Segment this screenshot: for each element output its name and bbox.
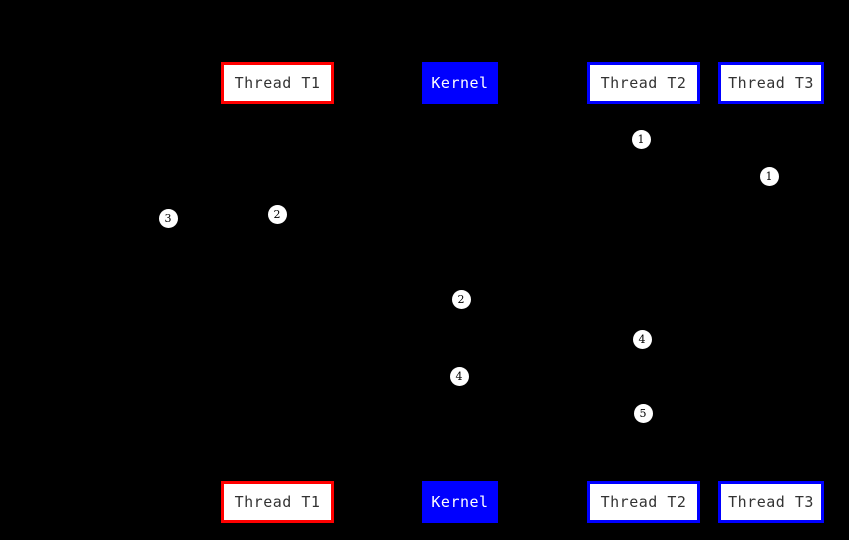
participant-t3-top: Thread T3 xyxy=(718,62,824,104)
step-badge: 2 xyxy=(267,204,287,224)
step-badge: 5 xyxy=(633,403,653,423)
participant-label: Thread T2 xyxy=(600,73,687,92)
lifeline-t1 xyxy=(278,104,279,481)
step-badge: 4 xyxy=(449,366,469,386)
participant-t1-bottom: Thread T1 xyxy=(221,481,334,523)
participant-kernel-top: Kernel xyxy=(422,62,498,104)
participant-t2-bottom: Thread T2 xyxy=(587,481,700,523)
participant-label: Kernel xyxy=(431,73,489,92)
step-badge: 4 xyxy=(632,329,652,349)
participant-label: Thread T3 xyxy=(728,73,814,92)
participant-label: Thread T3 xyxy=(728,492,814,511)
participant-label: Thread T2 xyxy=(600,492,687,511)
participant-kernel-bottom: Kernel xyxy=(422,481,498,523)
participant-t1-top: Thread T1 xyxy=(221,62,334,104)
participant-label: Thread T1 xyxy=(234,492,321,511)
participant-label: Thread T1 xyxy=(234,73,321,92)
step-badge: 3 xyxy=(158,208,178,228)
participant-label: Kernel xyxy=(431,492,489,511)
step-badge: 2 xyxy=(451,289,471,309)
lifeline-t3 xyxy=(771,104,772,481)
lifeline-t2 xyxy=(644,104,645,481)
participant-t3-bottom: Thread T3 xyxy=(718,481,824,523)
participant-t2-top: Thread T2 xyxy=(587,62,700,104)
step-badge: 1 xyxy=(631,129,651,149)
step-badge: 1 xyxy=(759,166,779,186)
